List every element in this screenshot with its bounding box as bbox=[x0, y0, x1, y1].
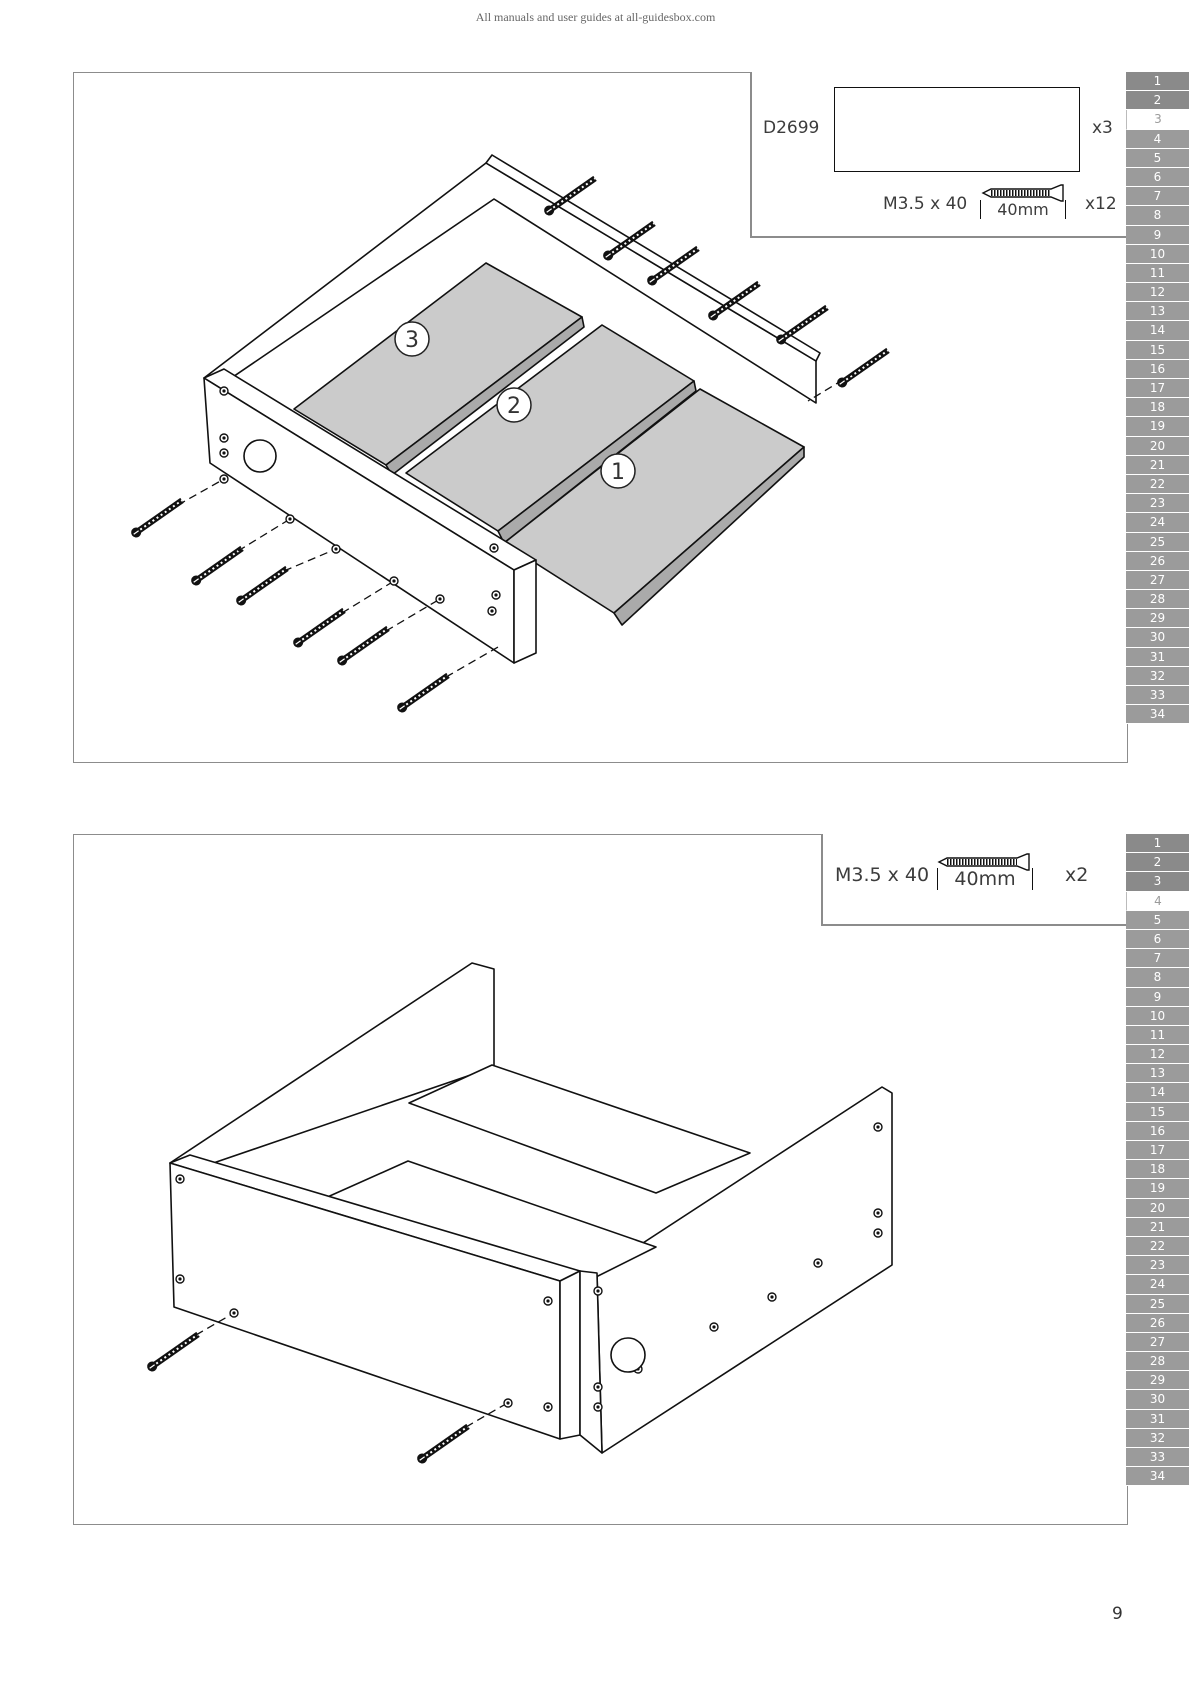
panel-code: D2699 bbox=[763, 118, 819, 138]
step-nav-item-3[interactable]: 3 bbox=[1126, 872, 1189, 891]
step-nav-item-31[interactable]: 31 bbox=[1126, 1410, 1189, 1429]
step-nav-item-34[interactable]: 34 bbox=[1126, 1467, 1189, 1486]
step-nav-item-11[interactable]: 11 bbox=[1126, 1026, 1189, 1045]
panel-part-drawing bbox=[834, 87, 1080, 172]
step-nav-item-31[interactable]: 31 bbox=[1126, 648, 1189, 667]
screw-length-dimension-step-4: 40mm bbox=[937, 868, 1033, 890]
step-nav-item-13[interactable]: 13 bbox=[1126, 302, 1189, 321]
step-nav-item-5[interactable]: 5 bbox=[1126, 149, 1189, 168]
step-nav-item-14[interactable]: 14 bbox=[1126, 1083, 1189, 1102]
step-nav-item-28[interactable]: 28 bbox=[1126, 590, 1189, 609]
step-nav-item-9[interactable]: 9 bbox=[1126, 226, 1189, 245]
callout-shelf-3: 3 bbox=[405, 328, 419, 353]
step-nav-item-29[interactable]: 29 bbox=[1126, 1371, 1189, 1390]
screw-length-dimension: 40mm bbox=[980, 200, 1066, 219]
step-4-illustration bbox=[74, 835, 1127, 1524]
step-nav-item-7[interactable]: 7 bbox=[1126, 949, 1189, 968]
step-nav-item-22[interactable]: 22 bbox=[1126, 475, 1189, 494]
screw-length-label-step-4: 40mm bbox=[954, 868, 1015, 890]
step-nav-item-24[interactable]: 24 bbox=[1126, 513, 1189, 532]
step-nav-item-15[interactable]: 15 bbox=[1126, 341, 1189, 360]
step-nav-item-16[interactable]: 16 bbox=[1126, 1122, 1189, 1141]
step-nav-item-25[interactable]: 25 bbox=[1126, 533, 1189, 552]
step-nav-item-20[interactable]: 20 bbox=[1126, 437, 1189, 456]
step-nav-item-19[interactable]: 19 bbox=[1126, 417, 1189, 436]
step-nav-item-9[interactable]: 9 bbox=[1126, 988, 1189, 1007]
step-nav-item-18[interactable]: 18 bbox=[1126, 1160, 1189, 1179]
step-nav-item-19[interactable]: 19 bbox=[1126, 1179, 1189, 1198]
step-nav-item-2[interactable]: 2 bbox=[1126, 853, 1189, 872]
step-nav-item-27[interactable]: 27 bbox=[1126, 1333, 1189, 1352]
step-nav-item-8[interactable]: 8 bbox=[1126, 206, 1189, 225]
step-nav-item-26[interactable]: 26 bbox=[1126, 1314, 1189, 1333]
step-nav-item-34[interactable]: 34 bbox=[1126, 705, 1189, 724]
step-nav-item-12[interactable]: 12 bbox=[1126, 1045, 1189, 1064]
step-nav-item-4[interactable]: 4 bbox=[1126, 130, 1189, 149]
step-nav-item-29[interactable]: 29 bbox=[1126, 609, 1189, 628]
step-nav-item-22[interactable]: 22 bbox=[1126, 1237, 1189, 1256]
screw-length-label: 40mm bbox=[997, 200, 1049, 219]
step-nav-item-33[interactable]: 33 bbox=[1126, 1448, 1189, 1467]
step-nav-item-10[interactable]: 10 bbox=[1126, 245, 1189, 264]
step-nav-item-32[interactable]: 32 bbox=[1126, 1429, 1189, 1448]
step-nav-item-28[interactable]: 28 bbox=[1126, 1352, 1189, 1371]
panel-quantity: x3 bbox=[1092, 118, 1113, 138]
step-nav-item-3[interactable]: 3 bbox=[1126, 110, 1189, 129]
step-nav-item-10[interactable]: 10 bbox=[1126, 1007, 1189, 1026]
screw-quantity-step-4: x2 bbox=[1065, 864, 1088, 886]
step-nav-item-13[interactable]: 13 bbox=[1126, 1064, 1189, 1083]
step-nav-item-6[interactable]: 6 bbox=[1126, 168, 1189, 187]
step-nav-item-21[interactable]: 21 bbox=[1126, 1218, 1189, 1237]
step-nav-item-20[interactable]: 20 bbox=[1126, 1199, 1189, 1218]
step-nav-item-5[interactable]: 5 bbox=[1126, 911, 1189, 930]
step-nav-item-24[interactable]: 24 bbox=[1126, 1275, 1189, 1294]
step-nav-item-23[interactable]: 23 bbox=[1126, 1256, 1189, 1275]
step-nav-item-15[interactable]: 15 bbox=[1126, 1103, 1189, 1122]
step-nav-item-4[interactable]: 4 bbox=[1126, 892, 1189, 911]
step-nav-item-25[interactable]: 25 bbox=[1126, 1295, 1189, 1314]
step-nav-item-1[interactable]: 1 bbox=[1126, 72, 1189, 91]
page-number: 9 bbox=[1112, 1604, 1123, 1624]
step-nav-item-32[interactable]: 32 bbox=[1126, 667, 1189, 686]
watermark: All manuals and user guides at all-guide… bbox=[0, 10, 1191, 25]
step-nav-item-17[interactable]: 17 bbox=[1126, 379, 1189, 398]
step-nav-item-7[interactable]: 7 bbox=[1126, 187, 1189, 206]
callout-shelf-2: 2 bbox=[507, 394, 521, 419]
step-nav-item-26[interactable]: 26 bbox=[1126, 552, 1189, 571]
step-nav-item-17[interactable]: 17 bbox=[1126, 1141, 1189, 1160]
screw-quantity: x12 bbox=[1085, 194, 1117, 214]
step-nav-item-30[interactable]: 30 bbox=[1126, 628, 1189, 647]
step-nav-item-18[interactable]: 18 bbox=[1126, 398, 1189, 417]
parts-box-step-4: M3.5 x 40 40mm x2 bbox=[821, 834, 1128, 926]
step-nav-item-14[interactable]: 14 bbox=[1126, 321, 1189, 340]
callout-shelf-1: 1 bbox=[611, 460, 625, 485]
parts-box-step-3: D2699 x3 M3.5 x 40 40mm x12 bbox=[750, 72, 1128, 238]
step-nav-item-12[interactable]: 12 bbox=[1126, 283, 1189, 302]
step-nav-item-8[interactable]: 8 bbox=[1126, 968, 1189, 987]
step-nav-item-27[interactable]: 27 bbox=[1126, 571, 1189, 590]
step-nav-item-16[interactable]: 16 bbox=[1126, 360, 1189, 379]
step-nav-item-2[interactable]: 2 bbox=[1126, 91, 1189, 110]
step-4-panel: M3.5 x 40 40mm x2 bbox=[73, 834, 1128, 1525]
step-nav-item-6[interactable]: 6 bbox=[1126, 930, 1189, 949]
step-nav-item-23[interactable]: 23 bbox=[1126, 494, 1189, 513]
step-nav-item-11[interactable]: 11 bbox=[1126, 264, 1189, 283]
step-nav-item-21[interactable]: 21 bbox=[1126, 456, 1189, 475]
screw-label: M3.5 x 40 bbox=[883, 194, 967, 214]
step-nav-item-1[interactable]: 1 bbox=[1126, 834, 1189, 853]
step-nav-item-30[interactable]: 30 bbox=[1126, 1390, 1189, 1409]
step-3-panel: 3 2 1 bbox=[73, 72, 1128, 763]
screw-label-step-4: M3.5 x 40 bbox=[835, 864, 929, 886]
step-nav-item-33[interactable]: 33 bbox=[1126, 686, 1189, 705]
